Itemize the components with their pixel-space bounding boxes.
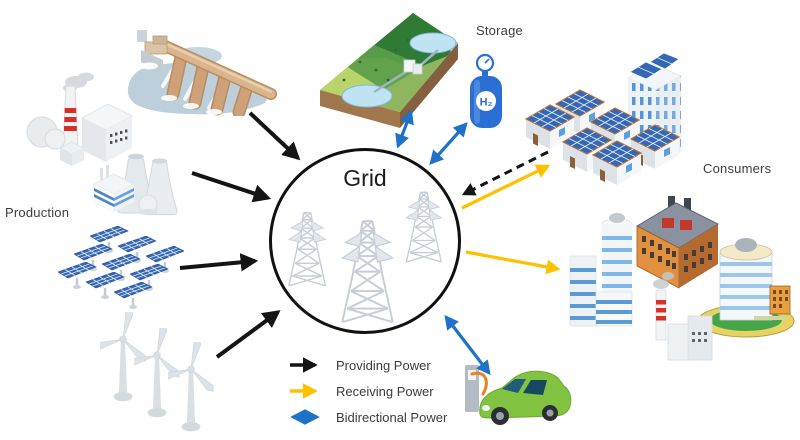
green-car bbox=[479, 370, 572, 425]
hydroelectric-dam-icon bbox=[113, 4, 285, 116]
bidirectional-power-arrow-icon bbox=[290, 409, 320, 425]
solar-farm-icon bbox=[54, 224, 184, 314]
legend-label-providing: Providing Power bbox=[336, 357, 431, 373]
arrow-plants-to-grid bbox=[191, 171, 272, 203]
pumped-hydro-storage-icon bbox=[300, 2, 470, 134]
commercial-buildings-icon bbox=[558, 196, 800, 364]
receiving-power-arrow-icon bbox=[290, 383, 318, 399]
hydrogen-storage-icon: H₂ bbox=[462, 50, 510, 132]
legend-item-bidirectional: Bidirectional Power bbox=[287, 404, 447, 430]
legend-label-bidirectional: Bidirectional Power bbox=[336, 409, 448, 425]
h2-tank-label: H₂ bbox=[480, 97, 493, 109]
arrow-wind-to-grid bbox=[215, 310, 281, 359]
legend-item-providing: Providing Power bbox=[287, 352, 447, 378]
arrow-grid-to-buildings bbox=[465, 250, 561, 275]
wind-turbines-icon bbox=[96, 310, 218, 434]
legend-label-receiving: Receiving Power bbox=[336, 383, 434, 399]
legend: Providing Power Receiving Power Bidirect… bbox=[287, 352, 447, 430]
small-factory bbox=[653, 272, 713, 361]
consumers-label: Consumers bbox=[703, 161, 772, 176]
electric-vehicle-icon bbox=[458, 352, 574, 438]
arrow-solar-to-grid bbox=[179, 253, 259, 272]
fossil-fuel-plant-icon bbox=[20, 70, 142, 170]
brick-factory bbox=[635, 196, 720, 289]
legend-item-receiving: Receiving Power bbox=[287, 378, 447, 404]
production-label: Production bbox=[5, 205, 70, 220]
storage-label: Storage bbox=[476, 23, 523, 38]
grid-label: Grid bbox=[343, 165, 387, 191]
striped-office-towers bbox=[569, 213, 633, 327]
nuclear-plant-icon bbox=[88, 146, 188, 220]
providing-power-arrow-icon bbox=[290, 357, 318, 373]
grid-node: Grid bbox=[269, 148, 461, 334]
residential-houses-icon bbox=[518, 38, 686, 188]
